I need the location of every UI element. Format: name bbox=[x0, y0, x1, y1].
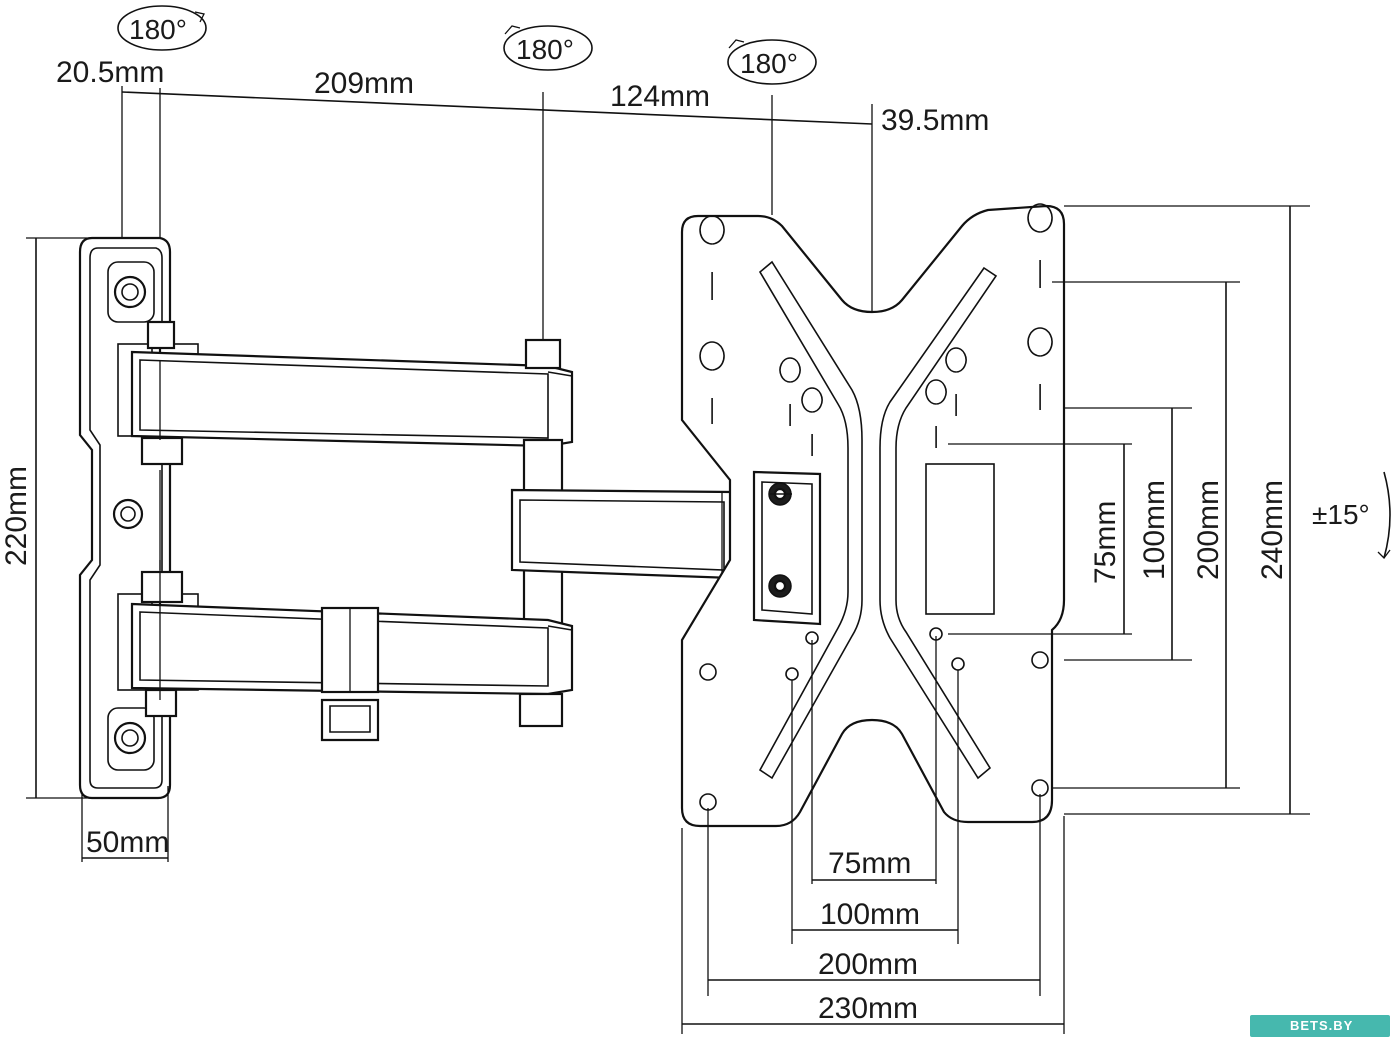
vesa-plate bbox=[680, 203, 1066, 828]
watermark-text: BETS.BY bbox=[1290, 1018, 1354, 1033]
rotation-label-2: 180° bbox=[516, 34, 574, 65]
dim-wall-plate-width: 50mm bbox=[86, 826, 169, 859]
rotation-badge-3: 180° bbox=[727, 39, 817, 85]
dim-plate-offset: 39.5mm bbox=[881, 104, 989, 137]
tilt-indicator: ±15° bbox=[1312, 471, 1391, 559]
dim-arm2: 124mm bbox=[610, 80, 710, 113]
dim-arm1: 209mm bbox=[314, 67, 414, 100]
dim-vesa-h-230: 230mm bbox=[818, 992, 918, 1025]
vesa-horizontal-dimensions: 75mm 100mm 200mm 230mm bbox=[681, 636, 1065, 1034]
vesa-vertical-dimensions: 75mm 100mm 200mm 240mm bbox=[948, 205, 1310, 815]
lower-arm bbox=[117, 560, 574, 742]
dim-vesa-v-100: 100mm bbox=[1138, 480, 1171, 580]
tilt-label: ±15° bbox=[1312, 499, 1370, 530]
rotation-label-1: 180° bbox=[129, 14, 187, 45]
wall-plate-dimensions: 220mm 50mm bbox=[0, 237, 169, 862]
dim-vesa-h-200: 200mm bbox=[818, 948, 918, 981]
rotation-label-3: 180° bbox=[740, 48, 798, 79]
dim-vesa-v-200: 200mm bbox=[1192, 480, 1225, 580]
dim-wall-plate-height: 220mm bbox=[0, 466, 33, 566]
dim-vesa-h-100: 100mm bbox=[820, 898, 920, 931]
top-dimension-group: 20.5mm 209mm 124mm 39.5mm bbox=[56, 56, 989, 340]
dim-vesa-h-75: 75mm bbox=[828, 847, 911, 880]
upper-arm bbox=[117, 320, 574, 466]
rotation-badge-1: 180° bbox=[117, 5, 207, 51]
dim-vesa-v-240: 240mm bbox=[1256, 480, 1289, 580]
watermark-badge: BETS.BY bbox=[1250, 1015, 1390, 1037]
dim-wall-offset: 20.5mm bbox=[56, 56, 164, 89]
rotation-badge-2: 180° bbox=[503, 25, 593, 71]
middle-arm bbox=[510, 488, 734, 580]
dim-vesa-v-75: 75mm bbox=[1089, 501, 1122, 584]
